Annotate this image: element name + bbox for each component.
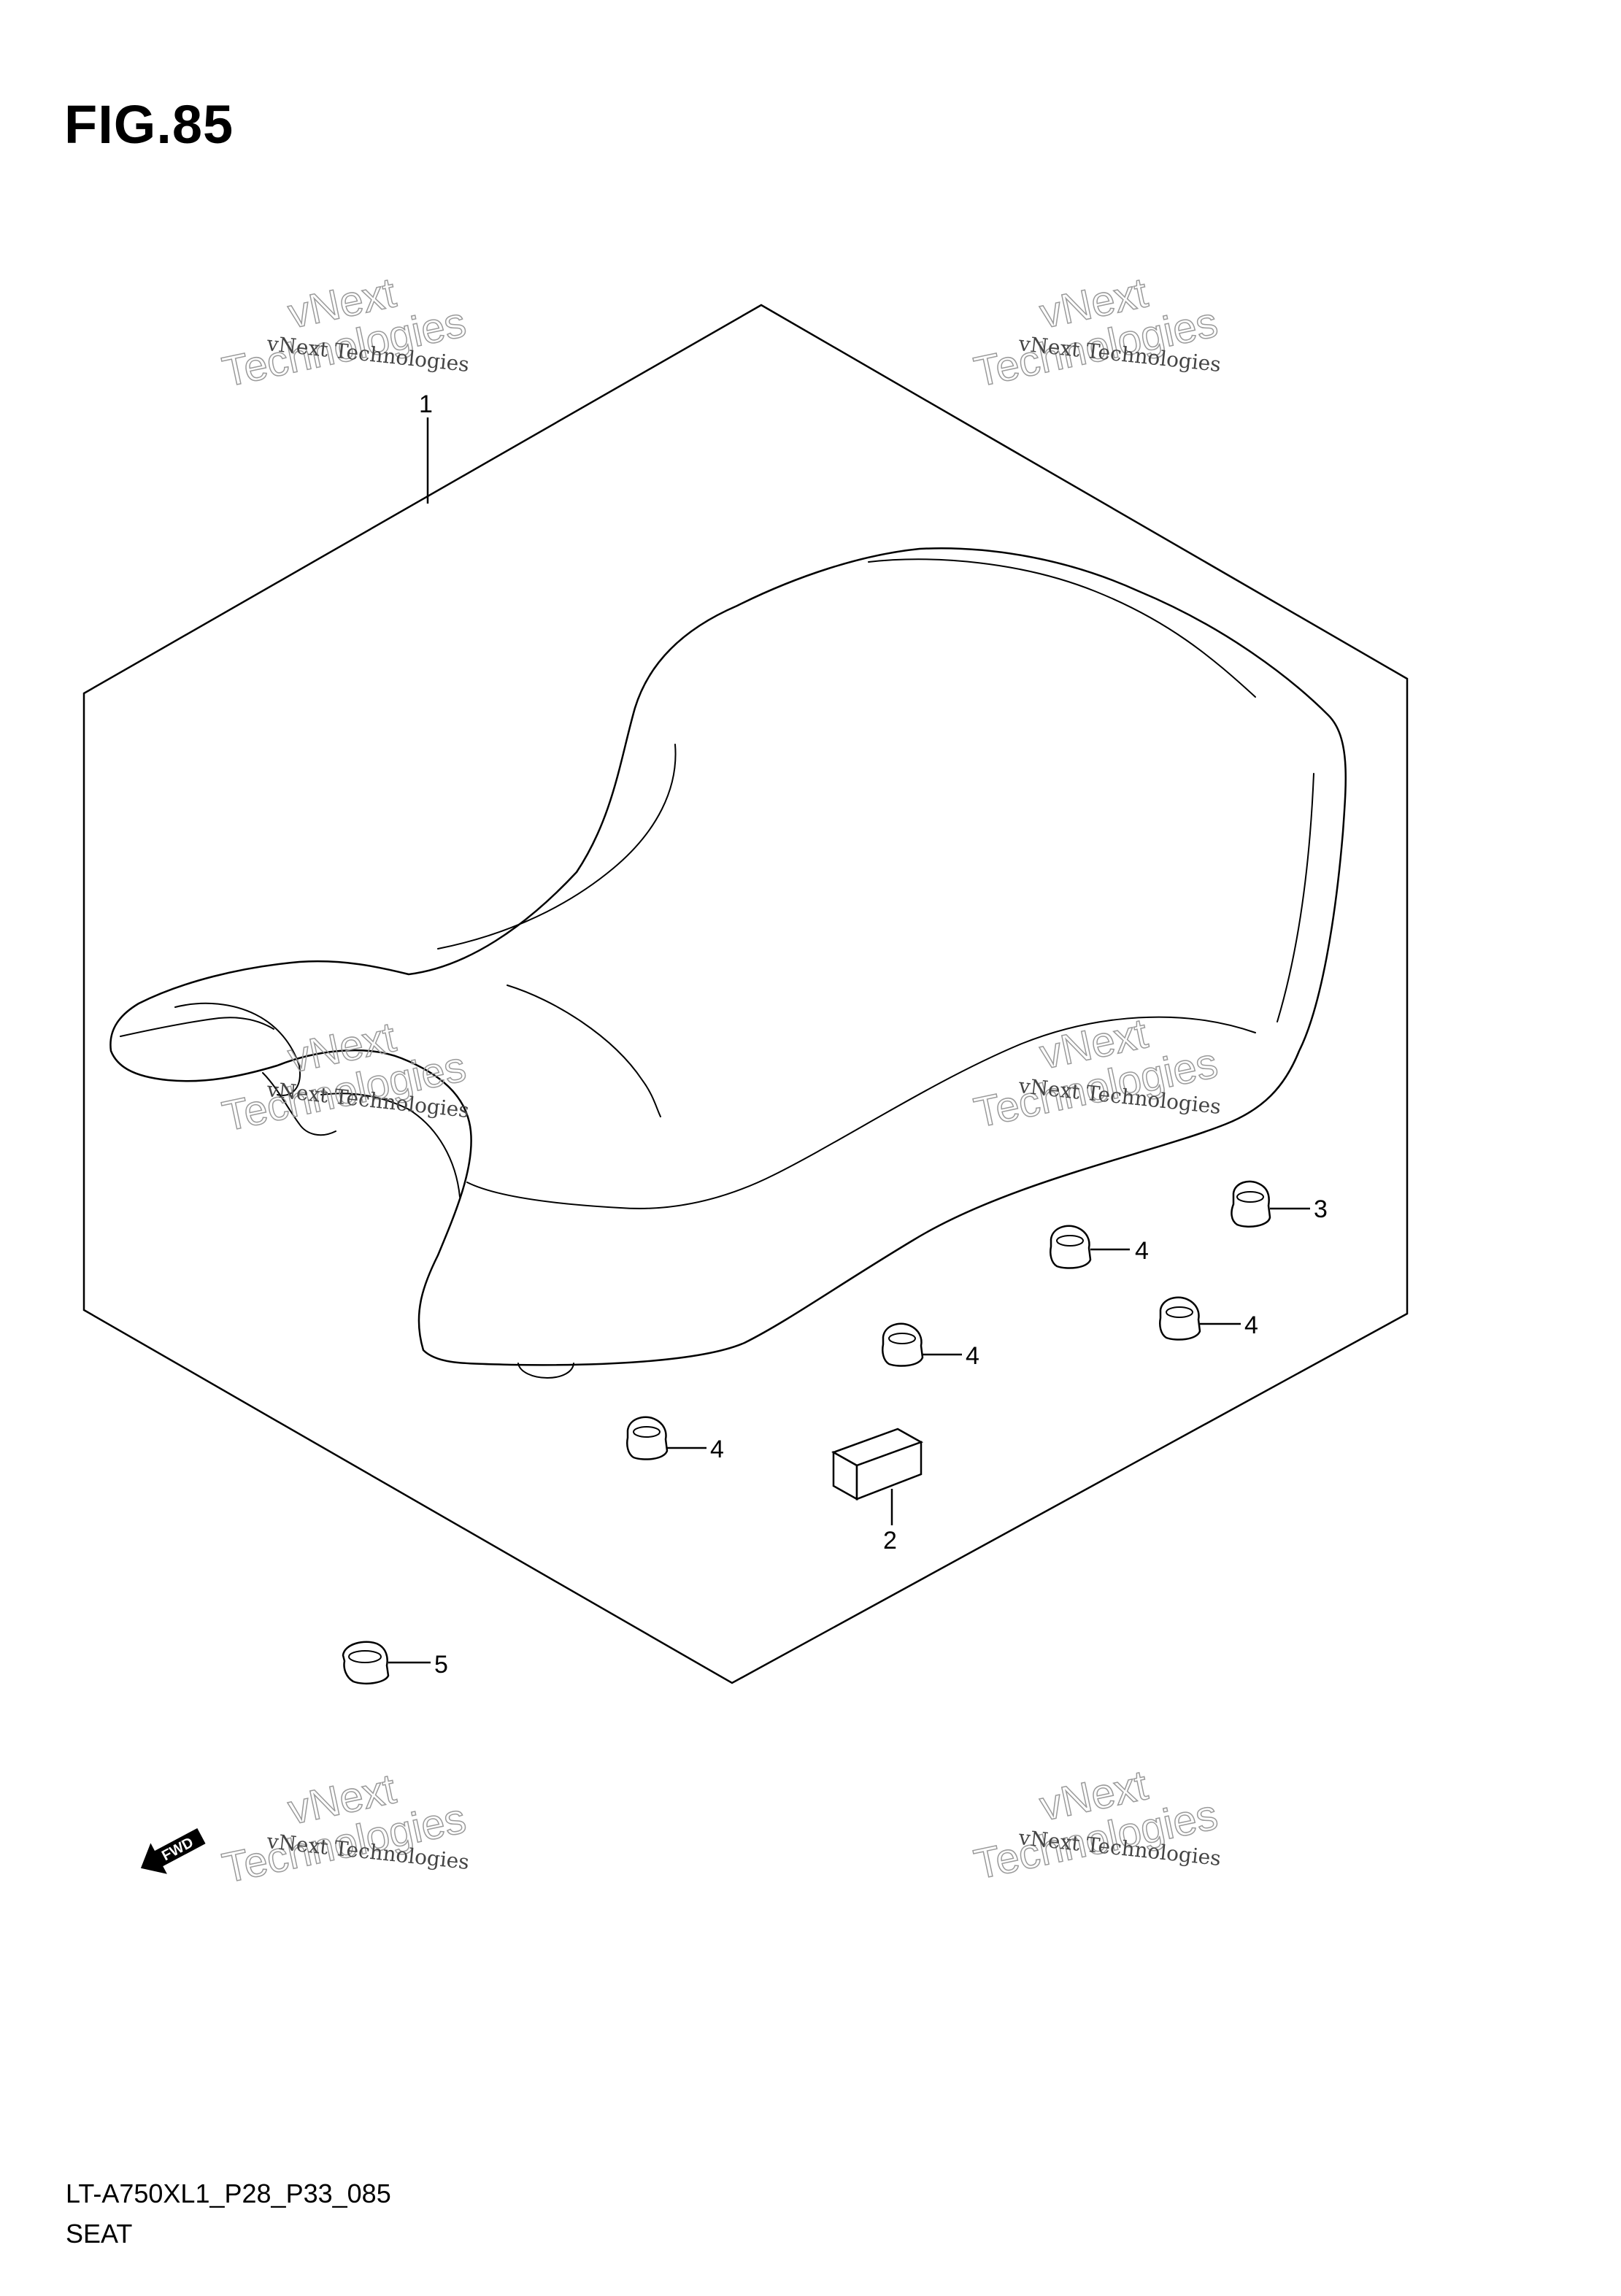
seat-front-fold xyxy=(262,1072,336,1136)
seat-side-contour xyxy=(437,744,677,949)
watermark-mid-right: vNext Technologies vNext Technologies xyxy=(969,1009,1222,1138)
grommet-part-4-b[interactable] xyxy=(1159,1296,1201,1341)
callout-4-b[interactable]: 4 xyxy=(1244,1311,1258,1339)
callout-5[interactable]: 5 xyxy=(434,1651,448,1679)
seat-front-handle xyxy=(174,1002,301,1096)
seat-front-hook xyxy=(320,1093,461,1198)
callout-1[interactable]: 1 xyxy=(419,390,433,418)
callout-4-a[interactable]: 4 xyxy=(1135,1237,1149,1265)
grommet-part-3[interactable] xyxy=(1231,1180,1271,1228)
callout-4-d[interactable]: 4 xyxy=(710,1436,724,1463)
fwd-arrow-icon: FWD xyxy=(140,1827,206,1874)
figure-title: FIG.85 xyxy=(64,94,234,155)
grommet-part-4-a[interactable] xyxy=(1050,1225,1092,1269)
seat-lower-skirt xyxy=(466,1016,1256,1209)
seat-waist-crease xyxy=(507,985,661,1117)
grommet-part-4-d[interactable] xyxy=(626,1416,669,1460)
watermark-mid-left: vNext Technologies vNext Technologies xyxy=(217,1013,470,1141)
callout-2[interactable]: 2 xyxy=(883,1527,897,1555)
watermark-top-left: vNext Technologies vNext Technologies xyxy=(217,269,470,397)
seat-right-edge xyxy=(1277,773,1314,1022)
callout-4-c[interactable]: 4 xyxy=(966,1342,979,1370)
callout-3[interactable]: 3 xyxy=(1314,1195,1328,1223)
grommet-part-4-c[interactable] xyxy=(882,1322,924,1367)
seat-top-seam xyxy=(868,558,1256,698)
model-code: LT-A750XL1_P28_P33_085 xyxy=(66,2178,391,2208)
grommet-part-5[interactable] xyxy=(342,1641,390,1684)
seat-underside-tab xyxy=(517,1363,574,1379)
seat-outline xyxy=(109,547,1347,1366)
watermark-top-right: vNext Technologies vNext Technologies xyxy=(969,269,1222,397)
watermark-bottom-right: vNext Technologies vNext Technologies xyxy=(969,1761,1222,1889)
watermark-bottom-left: vNext Technologies vNext Technologies xyxy=(217,1765,470,1893)
cushion-part-2[interactable] xyxy=(831,1428,923,1501)
seat-front-lip xyxy=(120,1017,274,1037)
seat-part-1[interactable] xyxy=(109,547,1347,1379)
assembly-boundary-hexagon xyxy=(82,304,1409,1684)
section-name: SEAT xyxy=(66,2219,133,2249)
